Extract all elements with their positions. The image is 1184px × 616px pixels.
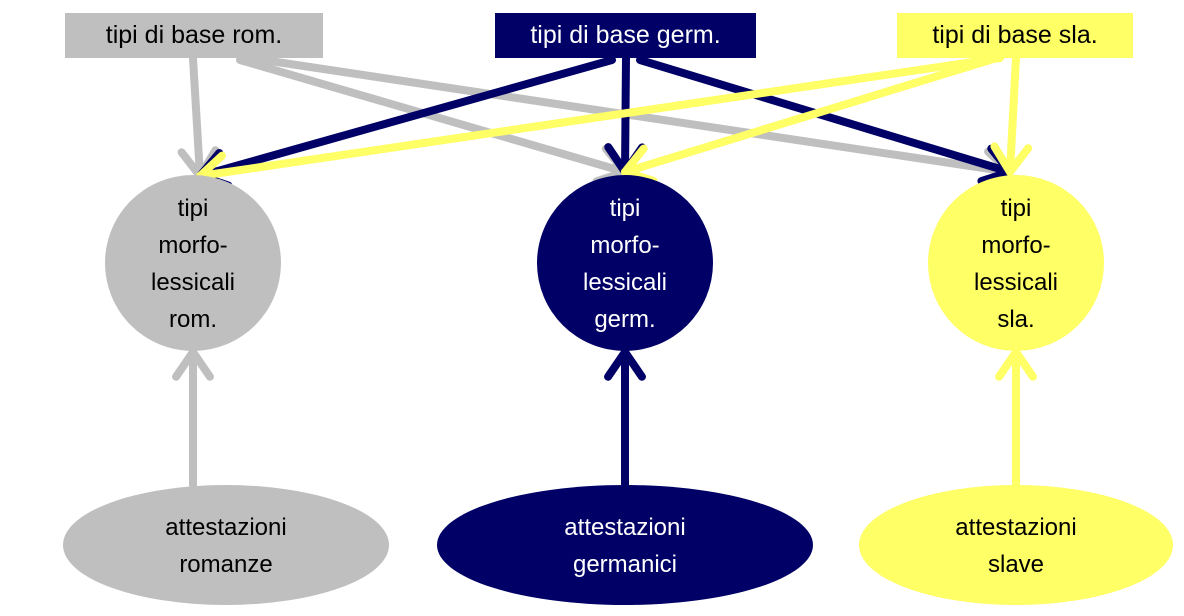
morpho-germanic-line-3: lessicali — [582, 269, 668, 296]
base-types-slavic-label: tipi di base sla. — [932, 21, 1098, 49]
nodes-layer — [63, 13, 1173, 605]
morpho-slavic-line-2: morfo- — [981, 232, 1051, 259]
morpho-romance-line-2: morfo- — [158, 232, 228, 259]
attestations-slavic-line-1: attestazioni — [955, 514, 1077, 541]
arrowhead-icon — [604, 348, 629, 381]
attestations-romance-label: attestazioni romanze — [63, 508, 389, 584]
edge-arrow-base_types-slavic-to-morpho_types-slavic — [990, 54, 1033, 176]
edge-line — [236, 56, 629, 176]
base-types-germanic-label: tipi di base germ. — [530, 21, 721, 49]
edge-line — [621, 56, 994, 176]
edge-line — [1006, 54, 1020, 176]
attestations-slavic-label: attestazioni slave — [859, 508, 1173, 584]
arrowhead-icon — [621, 144, 648, 176]
morpho-types-germanic-node — [537, 175, 713, 351]
edge-arrow-attestations-slavic-to-morpho_types-slavic — [995, 348, 1037, 489]
morpho-slavic-line-3: lessicali — [973, 269, 1059, 296]
arrowhead-icon — [189, 348, 214, 381]
morpho-romance-line-4: rom. — [169, 306, 217, 333]
morpho-germanic-line-1: tipi — [609, 195, 641, 222]
morpho-romance-line-1: tipi — [177, 195, 209, 222]
arrowhead-icon — [621, 348, 646, 381]
edge-line — [196, 56, 616, 180]
attestations-slavic-line-2: slave — [987, 551, 1045, 578]
morpho-types-germanic-label: tipi morfo- lessicali germ. — [537, 180, 713, 348]
morpho-romance-line-3: lessicali — [150, 269, 236, 296]
edges-layer — [172, 54, 1037, 489]
arrowhead-icon — [604, 143, 629, 176]
arrowhead-icon — [196, 151, 227, 180]
base-types-romance-label: tipi di base rom. — [105, 21, 283, 49]
morpho-types-romance-label: tipi morfo- lessicali rom. — [105, 180, 281, 348]
morpho-slavic-line-1: tipi — [1000, 195, 1032, 222]
attestations-germanic-line-2: germanici — [572, 551, 678, 578]
edge-arrow-attestations-romance-to-morpho_types-romance — [172, 348, 214, 489]
edge-line — [189, 54, 204, 180]
arrowhead-icon — [177, 148, 204, 180]
attestations-germanic-label: attestazioni germanici — [437, 508, 813, 584]
arrowhead-icon — [1006, 144, 1033, 176]
edge-arrow-attestations-germanic-to-morpho_types-germanic — [604, 348, 646, 489]
morpho-types-romance-node — [105, 175, 281, 351]
edge-arrow-base_types-slavic-to-morpho_types-romance — [196, 54, 1004, 194]
arrowhead-icon — [1012, 348, 1037, 381]
arrowhead-icon — [977, 168, 1014, 186]
base-types-germanic-box — [495, 13, 756, 58]
attestations-germanic-node — [437, 485, 813, 605]
arrowhead-icon — [995, 348, 1020, 381]
attestations-germanic-line-1: attestazioni — [564, 514, 686, 541]
edge-line — [196, 54, 1004, 180]
morpho-types-slavic-label: tipi morfo- lessicali sla. — [928, 180, 1104, 348]
edge-line — [636, 56, 1014, 176]
morpho-germanic-line-2: morfo- — [590, 232, 660, 259]
attestations-romance-node — [63, 485, 389, 605]
arrowhead-icon — [990, 142, 1014, 176]
attestations-romance-line-2: romanze — [179, 551, 273, 578]
base-types-romance-box — [65, 13, 323, 58]
attestations-romance-line-1: attestazioni — [165, 514, 287, 541]
base-types-slavic-box — [897, 13, 1133, 58]
morpho-slavic-line-4: sla. — [997, 306, 1035, 333]
morpho-germanic-line-4: germ. — [594, 306, 656, 333]
morpho-types-slavic-node — [928, 175, 1104, 351]
attestations-slavic-node — [859, 485, 1173, 605]
arrowhead-icon — [172, 348, 197, 381]
